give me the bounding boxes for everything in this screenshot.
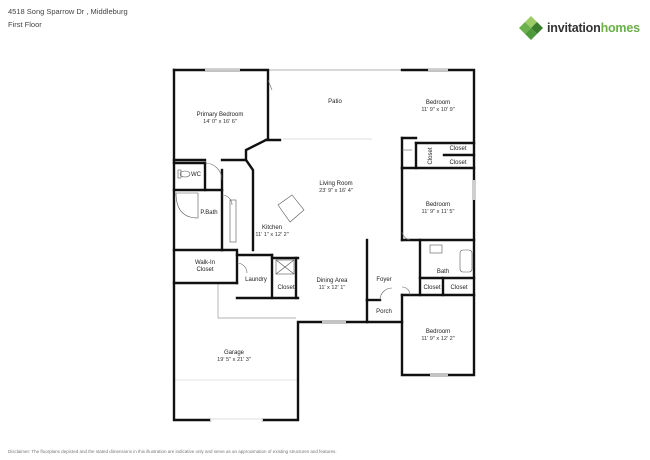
bedroom-ne-dims: 11' 9" x 10' 9" <box>421 107 454 113</box>
closet-laundry-label: Closet <box>277 285 294 291</box>
dining-area-label: Dining Area <box>316 278 348 284</box>
bath-label: Bath <box>437 269 449 275</box>
living-room-label: Living Room <box>319 181 352 187</box>
bedroom-e-label: Bedroom <box>426 202 450 208</box>
fixtures <box>175 169 473 275</box>
bedroom-se-dims: 11' 9" x 12' 2" <box>421 336 454 342</box>
thin-outlines <box>173 69 402 381</box>
walkin-closet-label-1: Walk-In <box>195 260 215 266</box>
property-address: 4518 Song Sparrow Dr , Middleburg <box>8 7 128 16</box>
foyer-label: Foyer <box>376 277 391 283</box>
primary-bedroom-label: Primary Bedroom <box>197 112 244 118</box>
floor-label: First Floor <box>8 20 42 29</box>
dining-area-dims: 11' x 12' 1" <box>319 285 346 291</box>
bedroom-e-dims: 11' 9" x 11' 5" <box>422 209 455 215</box>
pbath-label: P.Bath <box>200 210 217 216</box>
disclaimer: Disclaimer: The floorplans depicted and … <box>8 449 337 454</box>
walkin-closet-label-2: Closet <box>196 267 213 273</box>
wc-label: WC <box>191 172 202 178</box>
closet-bath-label: Closet <box>423 285 440 291</box>
kitchen-dims: 11' 1" x 12' 2" <box>255 232 288 238</box>
closet-bedroom-se-label: Closet <box>450 285 467 291</box>
closet-ne2-label: Closet <box>449 160 466 166</box>
garage-dims: 19' 5" x 21' 3" <box>217 357 251 363</box>
living-room-dims: 23' 9" x 16' 4" <box>319 188 353 194</box>
door-swings <box>204 79 412 301</box>
logo-wordmark: invitationhomes <box>547 21 640 35</box>
primary-bedroom-dims: 14' 0" x 16' 6" <box>203 119 237 125</box>
closet-ne-label: Closet <box>449 146 466 152</box>
window-lines <box>205 68 448 420</box>
bedroom-se-label: Bedroom <box>426 329 450 335</box>
patio-label: Patio <box>328 99 342 105</box>
windows <box>205 69 475 421</box>
bedroom-ne-label: Bedroom <box>426 100 450 106</box>
green-diamond-logo-icon <box>519 16 543 40</box>
invitation-homes-logo: invitationhomes <box>518 16 640 40</box>
garage-label: Garage <box>224 350 245 356</box>
laundry-label: Laundry <box>245 277 267 283</box>
closet-vertical-label: Closet <box>428 147 434 164</box>
porch-label: Porch <box>376 309 392 315</box>
kitchen-label: Kitchen <box>262 225 282 231</box>
